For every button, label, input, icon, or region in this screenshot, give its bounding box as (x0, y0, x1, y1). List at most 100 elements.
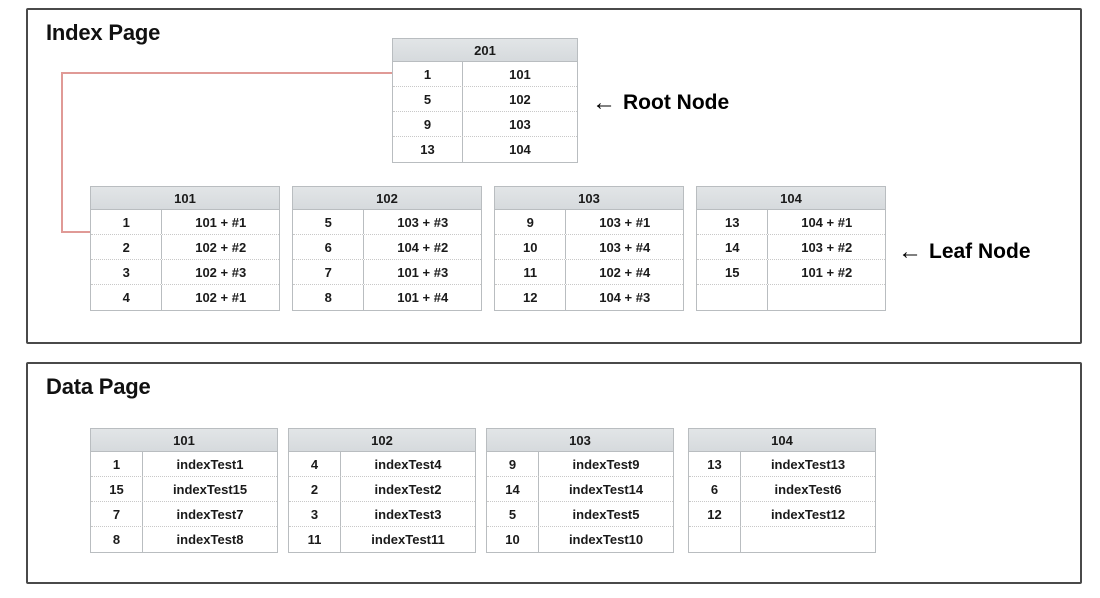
leaf-node-table-103: 103 9 103 + #1 10 103 + #4 11 102 + #4 1… (494, 186, 684, 311)
row-key: 9 (393, 112, 463, 136)
table-row: 12 indexTest12 (689, 502, 875, 527)
table-row: 13 indexTest13 (689, 452, 875, 477)
data-table-header: 101 (91, 429, 277, 452)
row-value: 101 + #3 (397, 264, 449, 280)
row-key: 8 (91, 527, 144, 552)
row-key: 5 (487, 502, 540, 526)
row-key: 6 (689, 477, 742, 501)
data-page-table-103: 103 9 indexTest9 14 indexTest14 5 indexT… (486, 428, 674, 553)
left-arrow-icon: ← (592, 89, 616, 116)
table-row: 1 indexTest1 (91, 452, 277, 477)
row-value (768, 285, 885, 310)
table-row: 4 102 + #1 (91, 285, 279, 310)
left-arrow-icon: ← (898, 238, 922, 265)
table-row: 8 indexTest8 (91, 527, 277, 552)
row-key: 13 (393, 137, 463, 162)
table-row: 14 indexTest14 (487, 477, 673, 502)
row-value: indexTest8 (176, 532, 244, 547)
row-key: 10 (487, 527, 540, 552)
row-value: 104 + #3 (599, 290, 651, 305)
row-value: indexTest10 (568, 532, 644, 547)
row-key: 14 (697, 235, 769, 259)
row-value: 104 (509, 142, 531, 157)
table-row: 2 indexTest2 (289, 477, 475, 502)
row-value: indexTest15 (172, 481, 248, 497)
row-value: indexTest9 (572, 456, 640, 472)
row-key: 9 (487, 452, 540, 476)
row-value: 103 (509, 116, 531, 132)
row-value: indexTest3 (374, 506, 442, 522)
row-value: 102 (509, 91, 531, 107)
index-page-title: Index Page (46, 20, 161, 45)
leaf-node-table-101: 101 1 101 + #1 2 102 + #2 3 102 + #3 4 1… (90, 186, 280, 311)
row-key: 5 (393, 87, 463, 111)
row-key: 4 (289, 452, 342, 476)
row-key: 3 (289, 502, 342, 526)
root-node-header: 201 (393, 39, 577, 62)
row-value: 103 + #4 (599, 239, 651, 255)
data-table-header: 104 (689, 429, 875, 452)
row-value: indexTest2 (374, 481, 442, 497)
leaf-node-annotation: ← Leaf Node (898, 240, 1031, 264)
data-page-title: Data Page (46, 374, 151, 399)
table-row: 7 indexTest7 (91, 502, 277, 527)
row-value: 103 + #2 (801, 239, 853, 255)
table-row: 5 103 + #3 (293, 210, 481, 235)
table-row: 12 104 + #3 (495, 285, 683, 310)
table-row: 2 102 + #2 (91, 235, 279, 260)
row-key (689, 527, 742, 552)
table-row: 5 102 (393, 87, 577, 112)
table-row: 11 indexTest11 (289, 527, 475, 552)
row-value: 102 + #2 (195, 239, 247, 255)
row-key: 15 (91, 477, 144, 501)
table-row: 13 104 (393, 137, 577, 162)
table-row: 9 103 (393, 112, 577, 137)
table-row: 4 indexTest4 (289, 452, 475, 477)
table-row (689, 527, 875, 552)
table-row: 8 101 + #4 (293, 285, 481, 310)
row-value: 104 + #2 (397, 239, 449, 255)
table-row: 6 104 + #2 (293, 235, 481, 260)
row-value: indexTest5 (572, 506, 640, 522)
row-key: 2 (289, 477, 342, 501)
row-key: 9 (495, 210, 567, 234)
row-key: 12 (495, 285, 567, 310)
row-key: 1 (91, 210, 163, 234)
table-row: 5 indexTest5 (487, 502, 673, 527)
row-value: indexTest6 (774, 481, 842, 497)
row-value: indexTest12 (770, 506, 846, 522)
row-value: indexTest14 (568, 481, 644, 497)
row-key: 15 (697, 260, 769, 284)
row-key: 8 (293, 285, 365, 310)
table-row: 7 101 + #3 (293, 260, 481, 285)
row-value: 102 + #3 (195, 264, 247, 280)
row-key: 11 (289, 527, 342, 552)
row-value: indexTest13 (770, 456, 846, 472)
table-row: 15 101 + #2 (697, 260, 885, 285)
row-key: 11 (495, 260, 567, 284)
row-value: indexTest7 (176, 506, 244, 522)
data-table-header: 103 (487, 429, 673, 452)
row-key: 6 (293, 235, 365, 259)
data-page-table-101: 101 1 indexTest1 15 indexTest15 7 indexT… (90, 428, 278, 553)
table-row: 9 indexTest9 (487, 452, 673, 477)
root-node-table: 201 1 101 5 102 9 103 13 104 (392, 38, 578, 163)
row-key (697, 285, 769, 310)
table-row: 10 indexTest10 (487, 527, 673, 552)
table-row: 11 102 + #4 (495, 260, 683, 285)
row-key: 13 (689, 452, 742, 476)
row-key: 1 (91, 452, 144, 476)
table-row: 3 102 + #3 (91, 260, 279, 285)
table-row: 13 104 + #1 (697, 210, 885, 235)
row-value: 104 + #1 (801, 214, 853, 230)
row-key: 5 (293, 210, 365, 234)
leaf-node-header: 101 (91, 187, 279, 210)
data-table-header: 102 (289, 429, 475, 452)
leaf-node-header: 104 (697, 187, 885, 210)
row-key: 13 (697, 210, 769, 234)
table-row: 15 indexTest15 (91, 477, 277, 502)
row-key: 14 (487, 477, 540, 501)
table-row: 9 103 + #1 (495, 210, 683, 235)
data-page-table-102: 102 4 indexTest4 2 indexTest2 3 indexTes… (288, 428, 476, 553)
